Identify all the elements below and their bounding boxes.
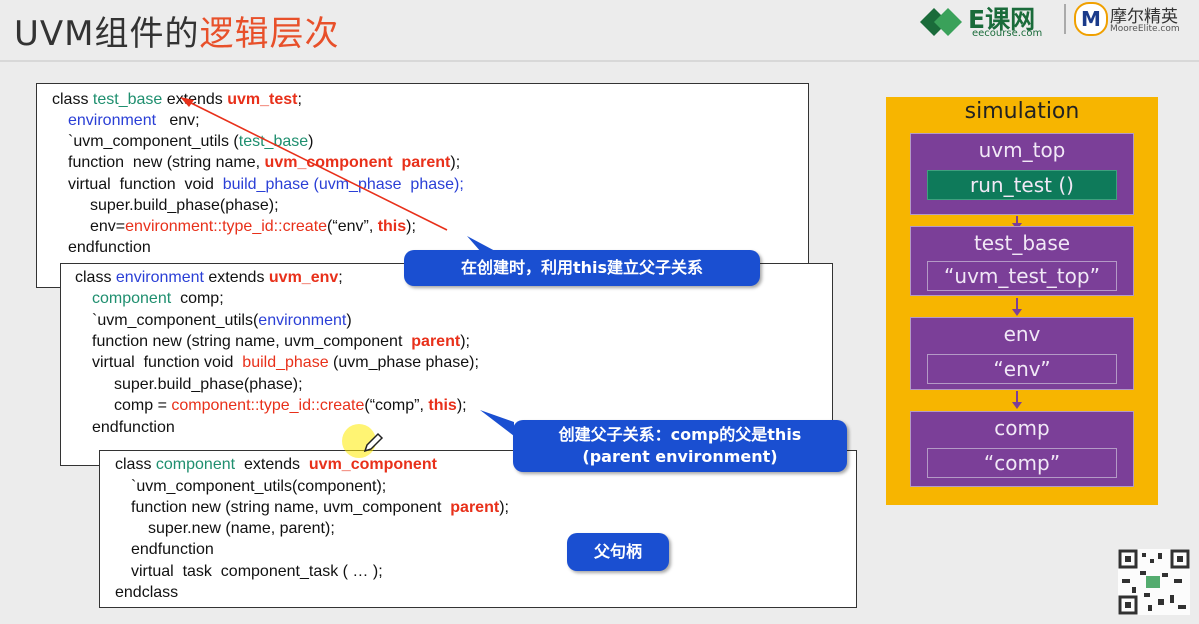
ecourse-name: E课网 xyxy=(968,5,1036,34)
code-box-component xyxy=(99,450,857,608)
code-line: component comp; xyxy=(92,290,224,307)
code-line: class test_base extends uvm_test; xyxy=(52,91,302,108)
moore-logo-icon: M xyxy=(1074,2,1108,36)
sim-block-test-base: test_base “uvm_test_top” xyxy=(910,226,1134,296)
callout-comp-parent: 创建父子关系：comp的父是this (parent environment) xyxy=(513,420,847,472)
sim-block-comp: comp “comp” xyxy=(910,411,1134,487)
moore-name: 摩尔精英 xyxy=(1110,7,1178,27)
callout-pointer xyxy=(467,236,497,252)
qr-code-icon xyxy=(1118,549,1190,615)
title-highlight: 逻辑层次 xyxy=(199,14,340,54)
qr-code xyxy=(1118,549,1190,615)
moore-url: MooreElite.com xyxy=(1110,24,1180,34)
code-line: endfunction xyxy=(68,239,151,256)
code-line: function new (string name, uvm_component… xyxy=(68,154,461,171)
ecourse-url: eecourse.com xyxy=(972,28,1043,39)
arrow-head xyxy=(180,97,194,107)
code-line: endfunction xyxy=(131,541,214,558)
sim-arrow xyxy=(1012,391,1022,409)
code-line: class environment extends uvm_env; xyxy=(75,269,343,286)
code-line: super.new (name, parent); xyxy=(148,520,335,537)
code-line: function new (string name, uvm_component… xyxy=(92,333,470,350)
code-line: `uvm_component_utils(environment) xyxy=(92,312,352,329)
sim-block-uvm-top: uvm_top run_test () xyxy=(910,133,1134,215)
pencil-cursor-icon xyxy=(363,432,384,453)
title-prefix: UVM组件的 xyxy=(14,14,200,54)
sim-block-env: env “env” xyxy=(910,317,1134,390)
code-line: environment env; xyxy=(68,112,200,129)
simulation-title: simulation xyxy=(964,99,1080,124)
code-line: virtual function void build_phase (uvm_p… xyxy=(68,176,464,193)
code-line: comp = component::type_id::create(“comp”… xyxy=(114,397,467,414)
code-line: function new (string name, uvm_component… xyxy=(131,499,509,516)
logo-divider xyxy=(1064,4,1066,34)
run-test-label: run_test () xyxy=(927,170,1117,200)
ecourse-logo xyxy=(916,2,968,46)
code-line: virtual function void build_phase (uvm_p… xyxy=(92,354,479,371)
code-line: super.build_phase(phase); xyxy=(114,376,303,393)
ecourse-logo-icon xyxy=(920,8,962,36)
title-divider xyxy=(0,60,1199,62)
callout-parent-child: 在创建时，利用this建立父子关系 xyxy=(404,250,760,286)
code-line: `uvm_component_utils (test_base) xyxy=(68,133,314,150)
code-line: `uvm_component_utils(component); xyxy=(131,478,387,495)
code-line: class component extends uvm_component xyxy=(115,456,437,473)
code-line: env=environment::type_id::create(“env”, … xyxy=(90,218,416,235)
callout-pointer xyxy=(480,410,514,436)
this-to-parent-arrow xyxy=(184,99,448,231)
code-line: endfunction xyxy=(92,419,175,436)
sim-arrow xyxy=(1012,216,1022,230)
code-line: virtual task component_task ( … ); xyxy=(131,563,383,580)
simulation-diagram: simulation uvm_top run_test () test_base… xyxy=(886,97,1158,505)
callout-parent-handle: 父句柄 xyxy=(567,533,669,571)
code-line: super.build_phase(phase); xyxy=(90,197,279,214)
page-title: UVM组件的逻辑层次 xyxy=(14,6,339,55)
code-line: endclass xyxy=(115,584,179,601)
sim-arrow xyxy=(1012,298,1022,316)
